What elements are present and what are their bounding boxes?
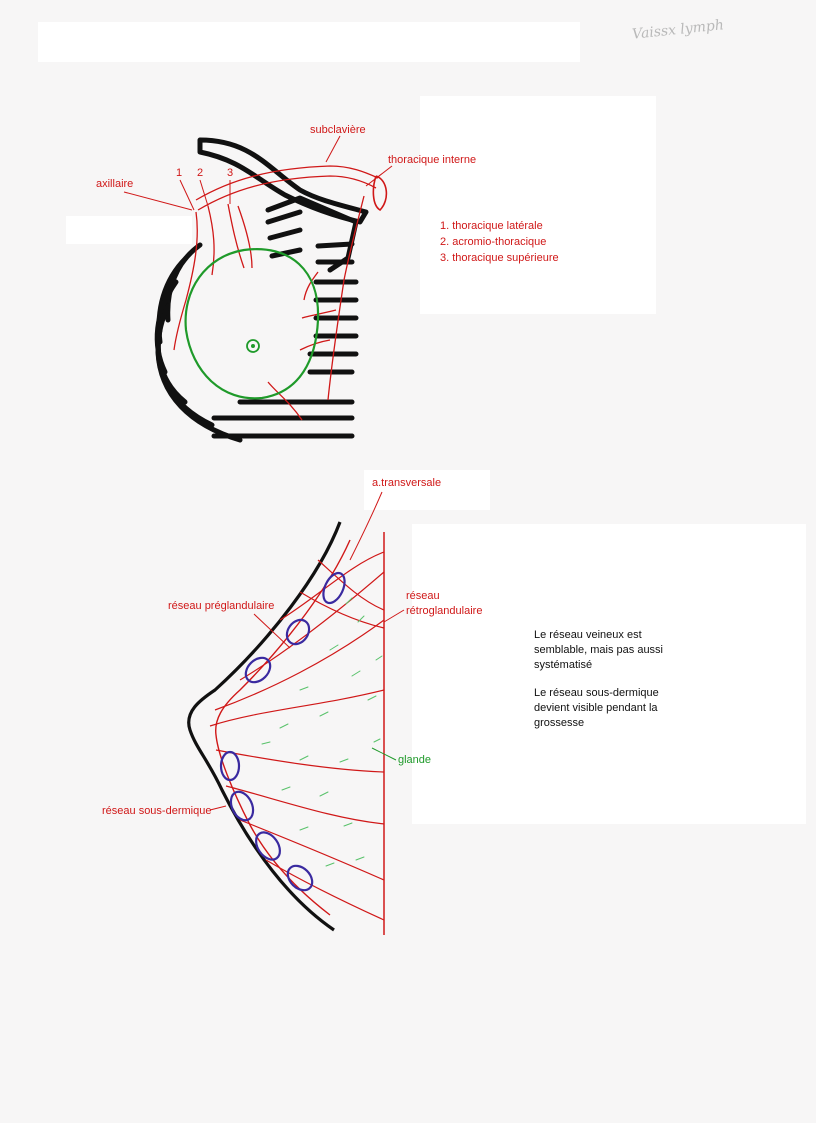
glande-leader bbox=[371, 747, 397, 761]
blank-box-transversale bbox=[364, 470, 490, 510]
label-retro-line1: réseau bbox=[406, 590, 440, 602]
label-branch-2: 2 bbox=[197, 167, 204, 179]
breast-section bbox=[187, 491, 405, 935]
legend-item-1: 1. thoracique latérale bbox=[440, 220, 543, 232]
label-glande: glande bbox=[398, 754, 432, 766]
note-venous: Le réseau veineux est semblable, mais pa… bbox=[534, 629, 664, 671]
subclavian-artery bbox=[173, 165, 388, 421]
skin-outline bbox=[187, 521, 342, 932]
gland-outline bbox=[184, 248, 320, 400]
gland-strokes bbox=[261, 597, 383, 867]
branch-legend: 1. thoracique latérale 2. acromio-thorac… bbox=[440, 218, 559, 266]
bottom-leader-lines bbox=[209, 491, 405, 811]
nipple-outer bbox=[246, 339, 260, 353]
label-retro-line2: rétroglandulaire bbox=[406, 605, 483, 617]
nipple-inner bbox=[251, 344, 255, 348]
label-branch-3: 3 bbox=[227, 167, 234, 179]
label-subclaviere: subclavière bbox=[310, 124, 366, 136]
note-pregnancy: Le réseau sous-dermique devient visible … bbox=[534, 687, 659, 729]
blank-box-legend bbox=[420, 96, 656, 314]
blank-box-top bbox=[38, 22, 580, 62]
label-preglandulaire: réseau préglandulaire bbox=[168, 600, 275, 612]
label-thoracique-interne: thoracique interne bbox=[388, 154, 477, 166]
blank-box-left bbox=[66, 216, 192, 244]
legend-item-2: 2. acromio-thoracique bbox=[440, 236, 547, 248]
notes-block: Le réseau veineux est semblable, mais pa… bbox=[534, 628, 684, 744]
label-sous-dermique: réseau sous-dermique bbox=[102, 805, 212, 817]
label-axillaire: axillaire bbox=[96, 178, 134, 190]
legend-item-3: 3. thoracique supérieure bbox=[440, 252, 559, 264]
blank-box-notes bbox=[412, 524, 806, 824]
veins bbox=[219, 571, 346, 892]
top-leader-lines bbox=[123, 135, 393, 211]
label-branch-1: 1 bbox=[176, 167, 183, 179]
label-transversale: a.transversale bbox=[372, 477, 442, 489]
